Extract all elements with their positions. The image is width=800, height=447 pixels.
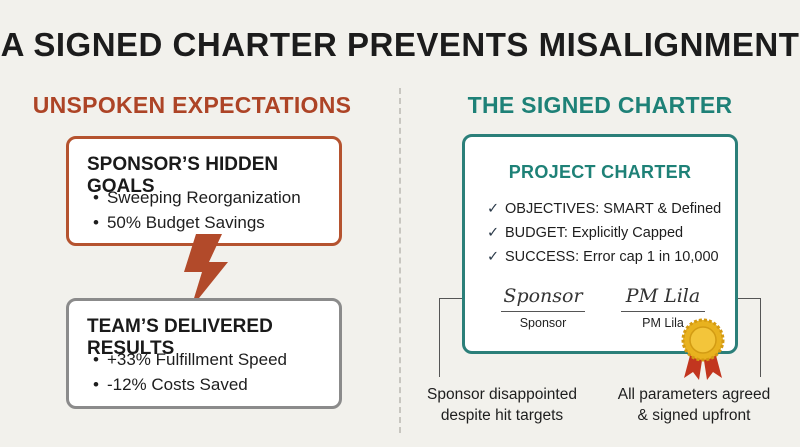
list-item: -12% Costs Saved — [93, 372, 287, 397]
award-ribbon-icon — [681, 318, 725, 380]
project-charter-card: PROJECT CHARTER ✓OBJECTIVES: SMART & Def… — [462, 134, 738, 354]
connector-line-left — [439, 298, 464, 377]
sponsor-goals-list: Sweeping Reorganization 50% Budget Savin… — [93, 185, 301, 235]
signature-script: PM Lila — [625, 285, 701, 307]
sponsor-signature: Sponsor Sponsor — [493, 285, 593, 330]
checkmark-icon: ✓ — [487, 249, 500, 265]
signature-script: Sponsor — [503, 285, 583, 307]
right-column-heading: THE SIGNED CHARTER — [467, 92, 733, 118]
page-title: A SIGNED CHARTER PREVENTS MISALIGNMENT — [0, 26, 800, 63]
team-results-list: +33% Fulfillment Speed -12% Costs Saved — [93, 347, 287, 397]
connector-line-right — [738, 298, 761, 377]
list-item: Sweeping Reorganization — [93, 185, 301, 210]
checkmark-icon: ✓ — [487, 225, 500, 241]
list-item: 50% Budget Savings — [93, 210, 301, 235]
list-item: +33% Fulfillment Speed — [93, 347, 287, 372]
checklist-item: ✓BUDGET: Explicitly Capped — [487, 221, 721, 245]
signature-label: PM Lila — [642, 316, 684, 330]
lightning-bolt-icon — [184, 234, 228, 308]
signature-label: Sponsor — [519, 316, 567, 330]
sponsor-goals-card: SPONSOR’S HIDDEN GOALS Sweeping Reorgani… — [66, 136, 342, 246]
caption-parameters-signed: All parameters agreed & signed upfront — [617, 386, 771, 424]
team-results-card: TEAM’S DELIVERED RESULTS +33% Fulfillmen… — [66, 298, 342, 409]
checklist-item: ✓SUCCESS: Error cap 1 in 10,000 — [487, 245, 721, 269]
pm-signature: PM Lila PM Lila — [613, 285, 713, 330]
column-divider — [399, 88, 401, 433]
charter-title: PROJECT CHARTER — [508, 162, 692, 182]
checklist-item: ✓OBJECTIVES: SMART & Defined — [487, 197, 721, 221]
left-column-heading: UNSPOKEN EXPECTATIONS — [32, 92, 352, 118]
caption-sponsor-disappointed: Sponsor disappointed despite hit targets — [427, 386, 577, 424]
checkmark-icon: ✓ — [487, 201, 500, 217]
charter-checklist: ✓OBJECTIVES: SMART & Defined ✓BUDGET: Ex… — [487, 197, 721, 269]
signature-line — [621, 311, 705, 312]
signature-line — [501, 311, 585, 312]
